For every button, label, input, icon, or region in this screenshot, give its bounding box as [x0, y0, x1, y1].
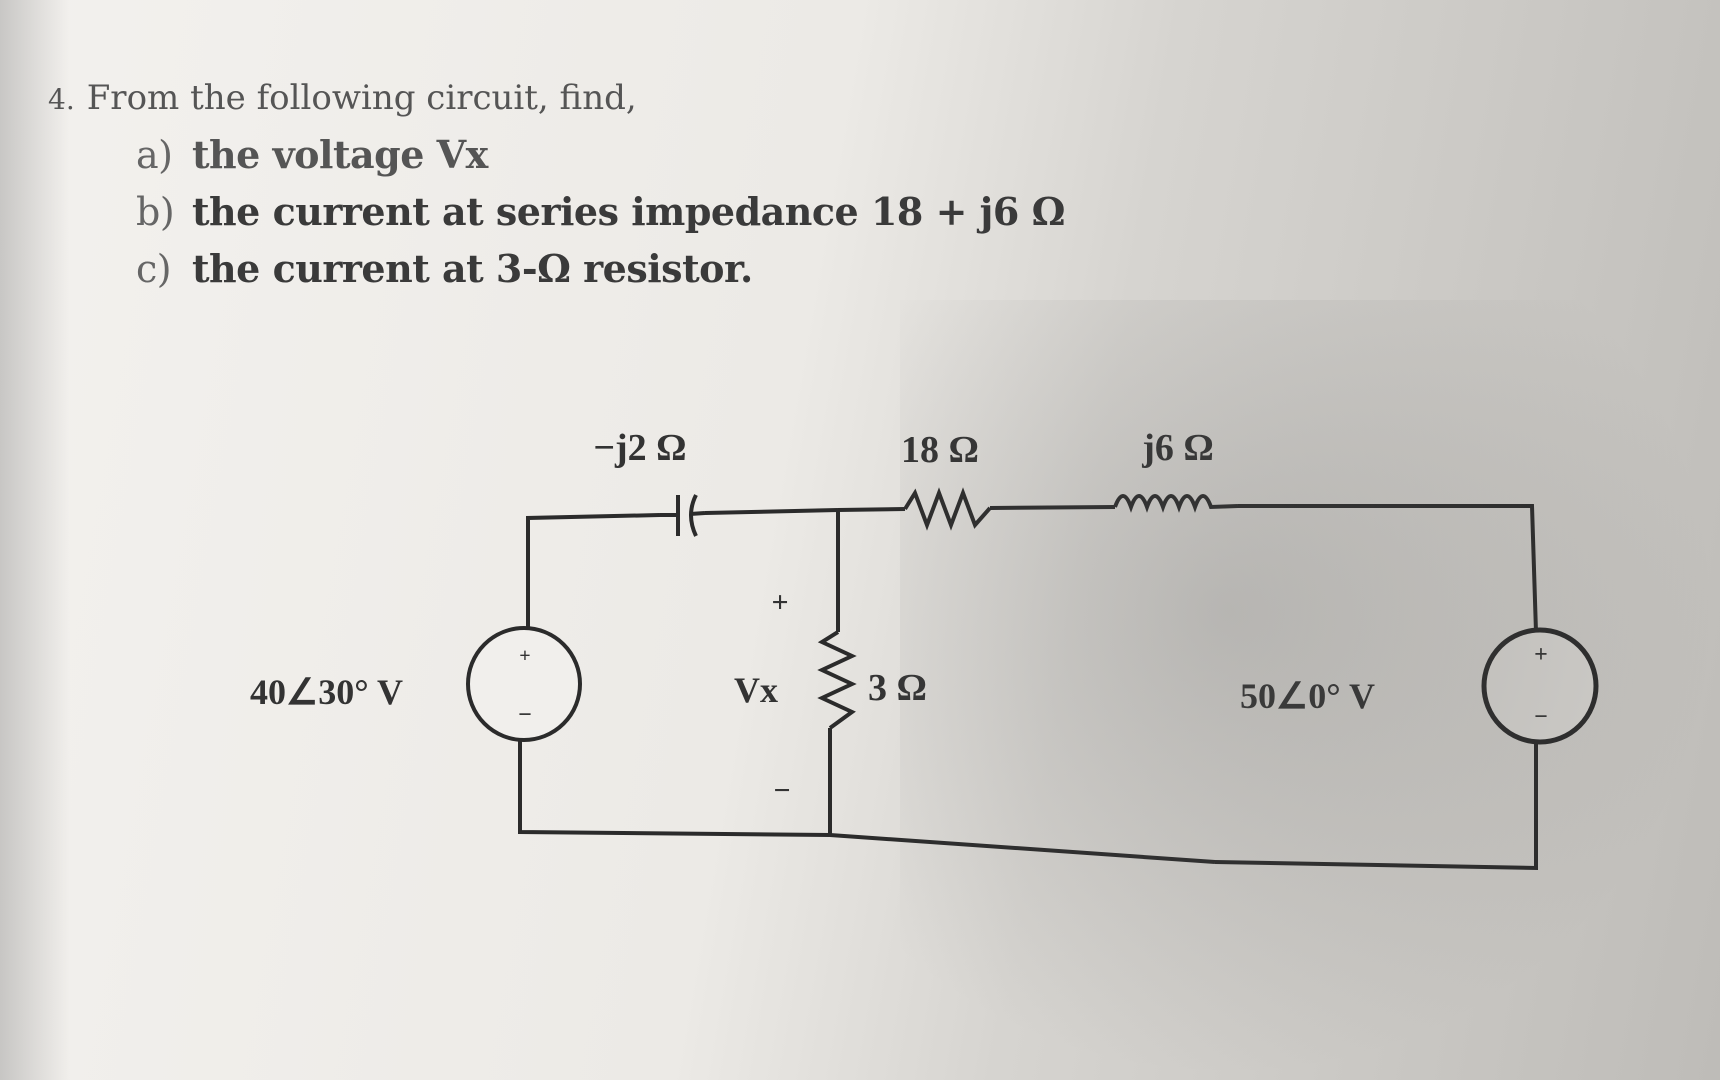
resistor-18	[903, 487, 992, 531]
wire-bottom-left	[518, 728, 831, 837]
item-text: the current at 3-Ω resistor.	[192, 246, 753, 291]
vx-plus: +	[771, 586, 788, 619]
resistor-18-label: 18 Ω	[901, 429, 979, 471]
item-text: the current at series impedance 18 + j6 …	[192, 189, 1065, 234]
wire-cap-to-node	[704, 508, 839, 515]
item-text: the voltage Vx	[192, 132, 488, 177]
question-item-c: c) the current at 3-Ω resistor.	[136, 246, 1148, 291]
capacitor	[660, 494, 706, 537]
vx-minus: −	[773, 774, 790, 807]
wire-top-right	[1238, 504, 1538, 633]
inductor-j6	[1113, 494, 1239, 513]
voltage-source-right: + −	[1481, 627, 1599, 745]
source-right-minus: −	[1534, 704, 1548, 730]
item-letter: c)	[136, 247, 172, 291]
question-items: a) the voltage Vx b) the current at seri…	[136, 132, 1148, 291]
question-number: 4.	[48, 83, 75, 116]
source-right-plus: +	[1534, 642, 1548, 668]
question-header: 4. From the following circuit, find,	[48, 78, 1148, 118]
source-right-circle	[1481, 627, 1599, 745]
wire-resistor-to-inductor	[989, 505, 1116, 510]
circuit-wires	[518, 504, 1538, 871]
inductor-label: j6 Ω	[1141, 427, 1214, 469]
source-left-label: 40∠30° V	[250, 672, 403, 712]
source-left-plus: +	[519, 645, 530, 667]
question-item-b: b) the current at series impedance 18 + …	[136, 189, 1148, 234]
source-left-circle	[466, 626, 582, 742]
voltage-source-left: + −	[466, 626, 582, 742]
item-letter: a)	[136, 133, 173, 177]
question-block: 4. From the following circuit, find, a) …	[48, 78, 1148, 303]
question-prompt: From the following circuit, find,	[86, 78, 637, 118]
wire-right-bottom	[1214, 740, 1538, 871]
capacitor-label: −j2 Ω	[593, 427, 686, 469]
wire-top-left	[526, 513, 661, 640]
wire-node-to-resistor	[837, 507, 906, 512]
source-left-minus: −	[518, 702, 532, 728]
source-right-label: 50∠0° V	[1240, 676, 1375, 716]
resistor-3	[817, 630, 857, 730]
vx-label: Vx	[734, 670, 778, 710]
question-item-a: a) the voltage Vx	[136, 132, 1148, 177]
wire-bottom-middle	[829, 833, 1216, 864]
item-letter: b)	[136, 190, 175, 234]
resistor-3-label: 3 Ω	[868, 667, 927, 709]
cap-lead-right	[689, 511, 706, 516]
page-edge-shadow	[0, 0, 70, 1080]
